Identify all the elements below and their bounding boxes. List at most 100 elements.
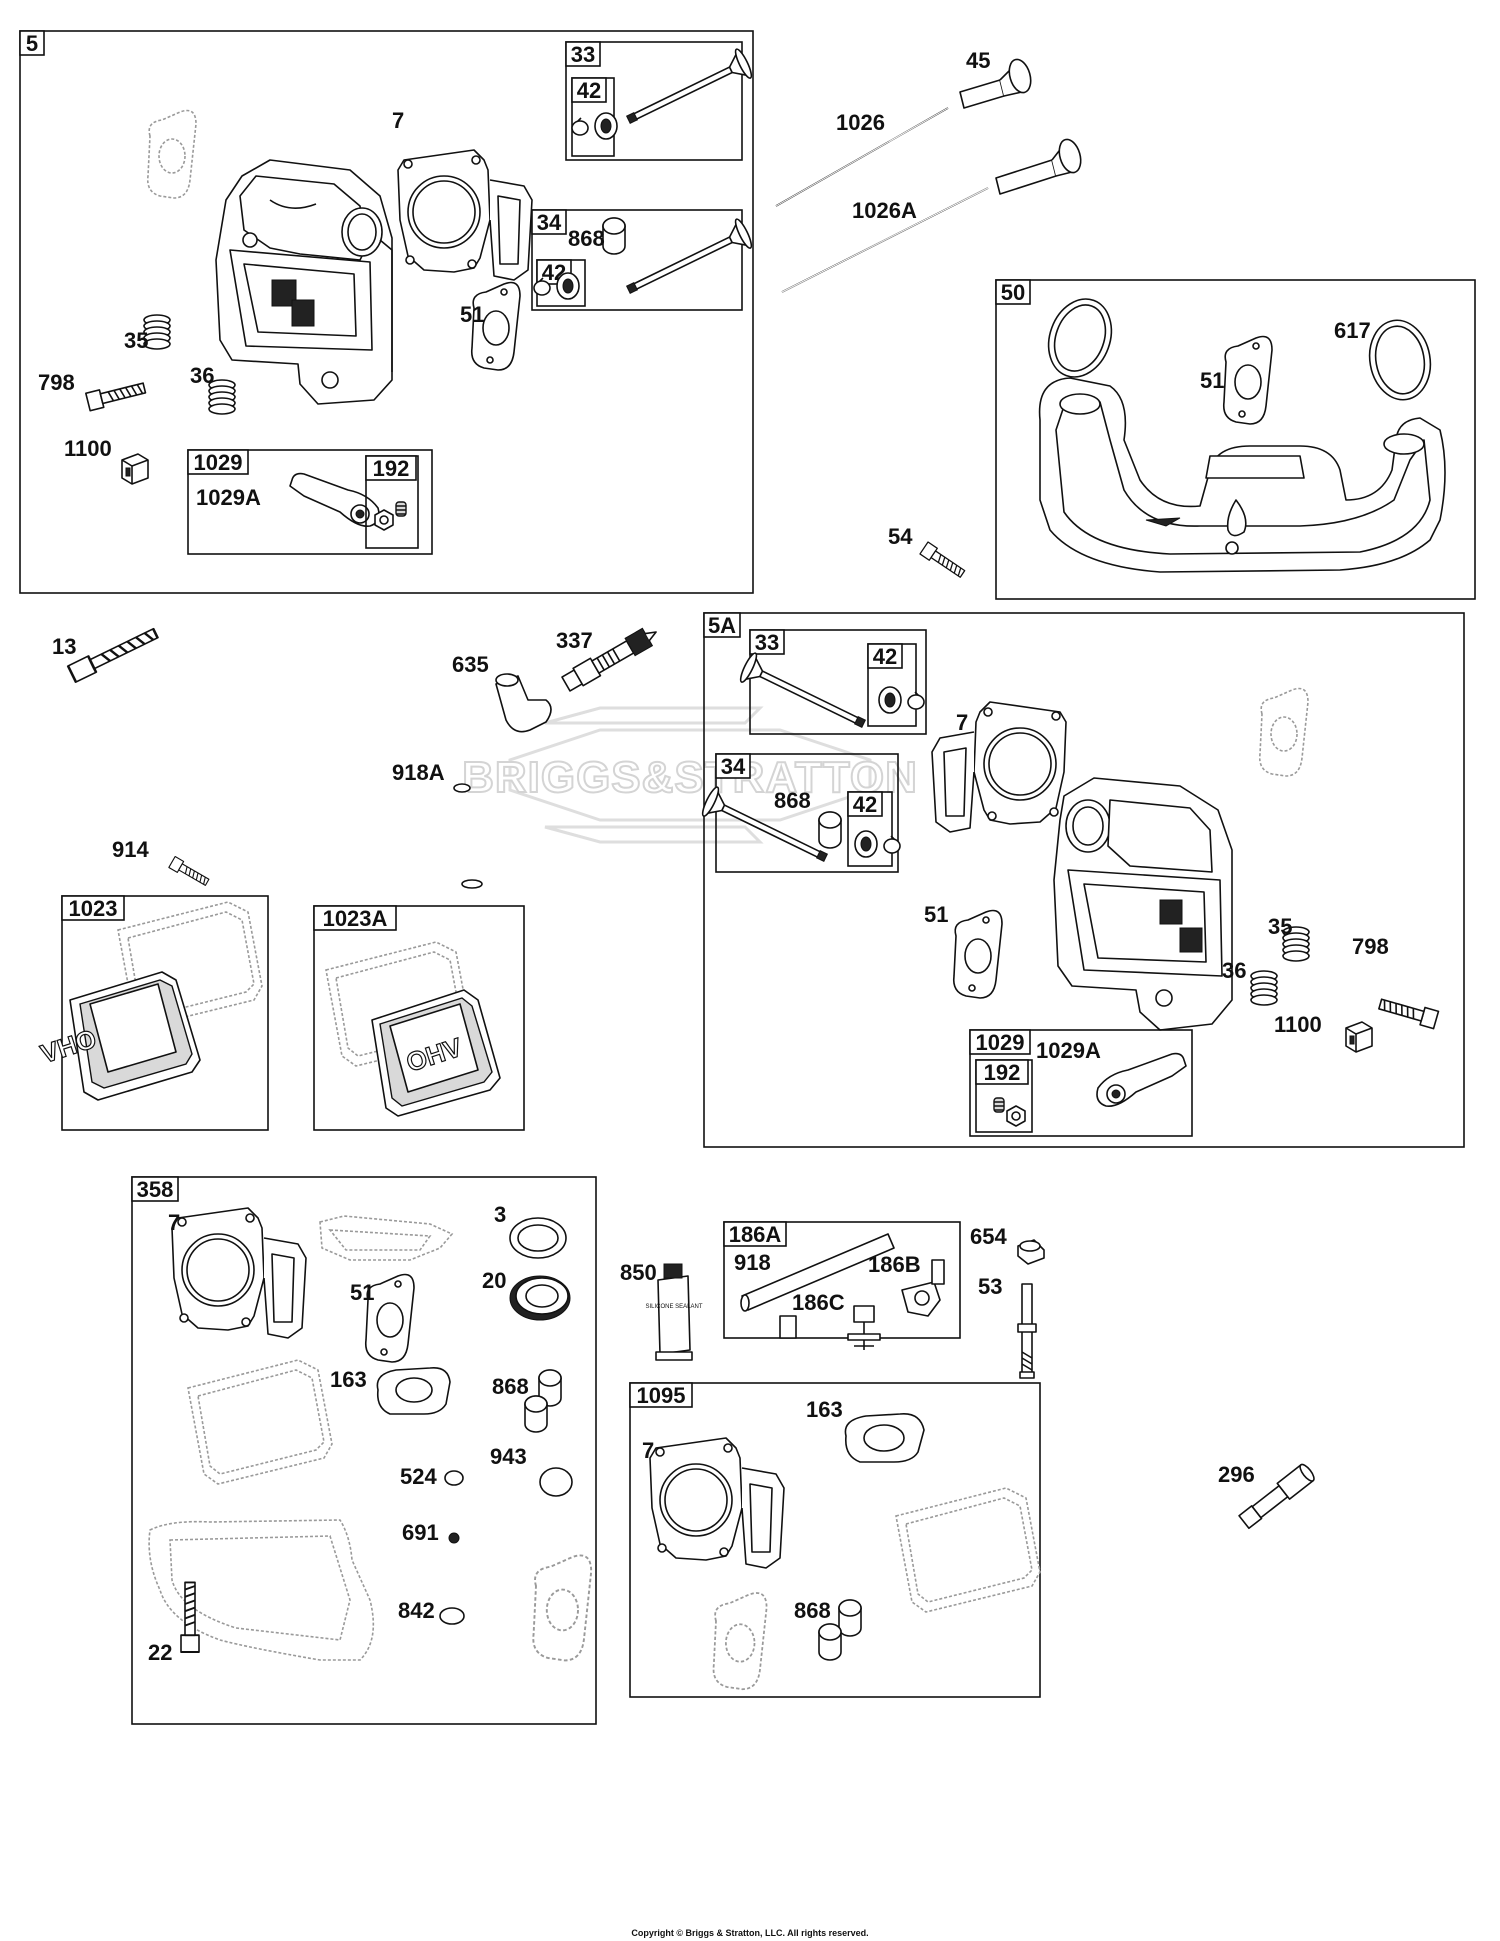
ghost-gasket (712, 1592, 768, 1691)
group-1095: 1095 163 7 868 (629, 1382, 1041, 1698)
valve-45-part (959, 58, 1032, 109)
group-1023a: 1023A OHV (313, 905, 525, 1131)
label-51: 51 (460, 302, 484, 327)
rocker-stud-block-part (1345, 1021, 1373, 1053)
label-7: 7 (956, 710, 968, 735)
label-7: 7 (168, 1210, 180, 1235)
label-943: 943 (490, 1444, 527, 1469)
sleeve-part (838, 1599, 862, 1637)
head-gasket-part (171, 1207, 307, 1339)
head-gasket-part (397, 149, 533, 281)
label-654: 654 (970, 1224, 1007, 1249)
group-5a-1029: 1029 1029A 192 (969, 1029, 1193, 1137)
label-524: 524 (400, 1464, 437, 1489)
label-22: 22 (148, 1640, 172, 1665)
label-35: 35 (1268, 914, 1292, 939)
group-5a-33: 33 42 (737, 629, 927, 739)
label-617: 617 (1334, 318, 1371, 343)
group-1095-tag: 1095 (637, 1383, 686, 1408)
label-691: 691 (402, 1520, 439, 1545)
label-163: 163 (330, 1367, 367, 1392)
label-842: 842 (398, 1598, 435, 1623)
group-5: 5 7 51 35 36 7 (19, 30, 755, 594)
label-7: 7 (642, 1438, 654, 1463)
group-5a-tag: 5A (708, 613, 736, 638)
tube-label: SILICONE SEALANT (645, 1304, 702, 1310)
label-7: 7 (392, 108, 404, 133)
label-1100: 1100 (64, 436, 112, 461)
gasket-163-part (844, 1413, 925, 1463)
spark-plug-boot-part (495, 673, 552, 733)
label-798: 798 (38, 370, 75, 395)
label-1029a: 1029A (196, 485, 261, 510)
bolt-part (85, 378, 148, 412)
label-918a: 918A (392, 760, 445, 785)
copyright-text: Copyright © Briggs & Stratton, LLC. All … (631, 1928, 868, 1938)
watermark-text: BRIGGS&STRATTON (462, 753, 918, 802)
exhaust-manifold-part (1038, 377, 1446, 573)
label-186c: 186C (792, 1290, 845, 1315)
label-51: 51 (924, 902, 948, 927)
group-186a: 186A 918 186C 186B (723, 1221, 961, 1350)
group-5-33: 33 42 (565, 41, 755, 161)
group-358: 358 7 3 20 51 163 868 524 943 (131, 1176, 597, 1725)
group-186a-tag: 186A (729, 1222, 782, 1247)
group-5-tag: 5 (26, 31, 38, 56)
valve-cover-part: OHV (36, 971, 201, 1101)
label-635: 635 (452, 652, 489, 677)
group-42-tag: 42 (853, 792, 877, 817)
label-337: 337 (556, 628, 593, 653)
label-186b: 186B (868, 1252, 921, 1277)
valve-cover-part: OHV (371, 989, 501, 1117)
group-358-tag: 358 (137, 1177, 174, 1202)
label-296: 296 (1218, 1462, 1255, 1487)
group-1023-tag: 1023 (69, 896, 118, 921)
group-33-tag: 33 (755, 630, 779, 655)
pushrod-area: 45 1026 1026A (775, 48, 1082, 293)
group-33-tag: 33 (571, 42, 595, 67)
group-1023a-tag: 1023A (323, 906, 388, 931)
stud-53-part (1017, 1283, 1037, 1379)
screw-914-part (168, 855, 211, 889)
label-1026: 1026 (836, 110, 885, 135)
group-192-tag: 192 (984, 1060, 1021, 1085)
group-42-tag: 42 (873, 644, 897, 669)
group-50-tag: 50 (1001, 280, 1025, 305)
label-163: 163 (806, 1397, 843, 1422)
fitting-186c-part (847, 1305, 881, 1350)
group-42-tag: 42 (577, 78, 601, 103)
group-1023: 1023 OHV (36, 895, 269, 1131)
label-798: 798 (1352, 934, 1389, 959)
sealant-tube-part: SILICONE SEALANT (645, 1263, 703, 1361)
valve-1026a-part (995, 138, 1082, 195)
group-50: 50 51 617 (995, 279, 1476, 600)
breather-tube-part (453, 783, 483, 889)
label-51: 51 (1200, 368, 1224, 393)
group-1029-tag: 1029 (976, 1030, 1025, 1055)
watermark: BRIGGS&STRATTON (461, 706, 918, 844)
label-53: 53 (978, 1274, 1002, 1299)
label-868: 868 (774, 788, 811, 813)
head-gasket-part (931, 701, 1067, 833)
ghost-gasket (532, 1554, 593, 1662)
label-1029a: 1029A (1036, 1038, 1101, 1063)
label-914: 914 (112, 837, 149, 862)
sleeve-part (818, 1623, 842, 1661)
group-5a-34: 34 42 868 (699, 753, 901, 873)
label-45: 45 (966, 48, 990, 73)
group-5-1029: 1029 1029A 192 (187, 449, 433, 555)
exhaust-gasket-part (952, 909, 1003, 999)
seal-3-part (509, 1217, 567, 1259)
group-192-tag: 192 (373, 456, 410, 481)
sleeve-part (524, 1395, 548, 1433)
label-868: 868 (794, 1598, 831, 1623)
label-36: 36 (1222, 958, 1246, 983)
gasket-163-part (376, 1366, 451, 1415)
group-5-34: 34 42 868 (531, 209, 755, 311)
label-54: 54 (888, 524, 913, 549)
valve-spring-part (1250, 970, 1278, 1006)
label-868: 868 (568, 226, 605, 251)
spark-plug-part (561, 627, 657, 692)
label-918: 918 (734, 1250, 771, 1275)
